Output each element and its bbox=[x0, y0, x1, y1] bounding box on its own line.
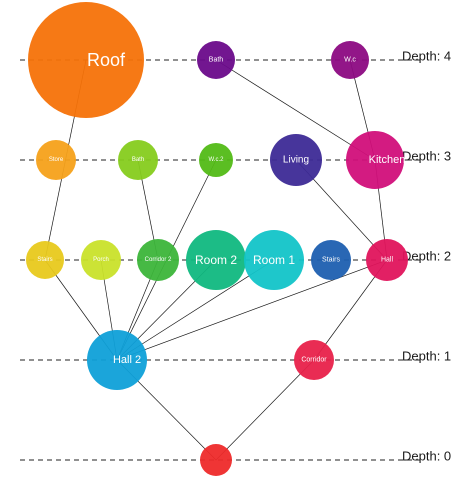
node-wc2: W.c.2 bbox=[199, 143, 233, 177]
node-label-corr1: Corridor bbox=[301, 357, 327, 364]
node-roof: Roof bbox=[28, 2, 144, 118]
node-hall2: Hall 2 bbox=[87, 330, 147, 390]
node-root bbox=[200, 444, 232, 476]
depth-label-4: Depth: 4 bbox=[402, 49, 451, 64]
node-circle-room2 bbox=[186, 230, 246, 290]
node-room1: Room 1 bbox=[244, 230, 304, 290]
node-circle-wc bbox=[331, 41, 369, 79]
node-circle-corr1 bbox=[294, 340, 334, 380]
node-label-bath3: Bath bbox=[132, 157, 144, 163]
node-circle-root bbox=[200, 444, 232, 476]
depth-label-2: Depth: 2 bbox=[402, 249, 451, 264]
node-circle-kitchen bbox=[346, 131, 404, 189]
node-bath4: Bath bbox=[197, 41, 235, 79]
node-circle-roof bbox=[28, 2, 144, 118]
graph-nodes: Hall 2 Corridor Stairs Porch Corridor 2 Room … bbox=[26, 2, 408, 476]
node-label-corr2: Corridor 2 bbox=[145, 257, 172, 263]
node-label-wc2: W.c.2 bbox=[208, 157, 224, 163]
node-label-bath4: Bath bbox=[209, 57, 224, 64]
node-circle-store bbox=[36, 140, 76, 180]
edge-hall2-room1 bbox=[116, 259, 275, 361]
node-corr2: Corridor 2 bbox=[137, 239, 179, 281]
node-label-hall: Hall bbox=[381, 257, 394, 264]
node-label-store: Store bbox=[49, 157, 64, 163]
node-stairs2: Stairs bbox=[26, 241, 64, 279]
node-store: Store bbox=[36, 140, 76, 180]
node-circle-wc2 bbox=[199, 143, 233, 177]
depth-label-0: Depth: 0 bbox=[402, 449, 451, 464]
node-corr1: Corridor bbox=[294, 340, 334, 380]
node-circle-stairs2 bbox=[26, 241, 64, 279]
node-bath3: Bath bbox=[118, 140, 158, 180]
node-label-stairs: Stairs bbox=[322, 257, 340, 264]
edge-root-corr1 bbox=[215, 359, 315, 461]
depth-label-3: Depth: 3 bbox=[402, 149, 451, 164]
node-circle-hall2 bbox=[87, 330, 147, 390]
node-stairs: Stairs bbox=[311, 240, 351, 280]
edge-kitchen-bath4 bbox=[215, 59, 376, 161]
node-porch: Porch bbox=[81, 240, 121, 280]
node-circle-living bbox=[270, 134, 322, 186]
node-circle-stairs bbox=[311, 240, 351, 280]
node-label-room1: Room 1 bbox=[253, 253, 295, 267]
node-hall: Hall bbox=[366, 239, 408, 281]
node-kitchen: Kitchen bbox=[346, 131, 405, 189]
depth-label-1: Depth: 1 bbox=[402, 349, 451, 364]
node-label-roof: Roof bbox=[87, 50, 126, 70]
node-circle-porch bbox=[81, 240, 121, 280]
node-wc: W.c bbox=[331, 41, 369, 79]
node-circle-bath4 bbox=[197, 41, 235, 79]
node-label-porch: Porch bbox=[93, 257, 109, 263]
node-living: Living bbox=[270, 134, 322, 186]
node-label-room2: Room 2 bbox=[195, 253, 237, 267]
node-label-wc: W.c bbox=[344, 57, 356, 64]
node-circle-bath3 bbox=[118, 140, 158, 180]
node-circle-hall bbox=[366, 239, 408, 281]
node-label-kitchen: Kitchen bbox=[369, 154, 406, 166]
node-label-stairs2: Stairs bbox=[37, 257, 52, 263]
node-room2: Room 2 bbox=[186, 230, 246, 290]
node-circle-corr2 bbox=[137, 239, 179, 281]
node-label-living: Living bbox=[283, 155, 309, 166]
node-circle-room1 bbox=[244, 230, 304, 290]
node-label-hall2: Hall 2 bbox=[113, 354, 141, 366]
